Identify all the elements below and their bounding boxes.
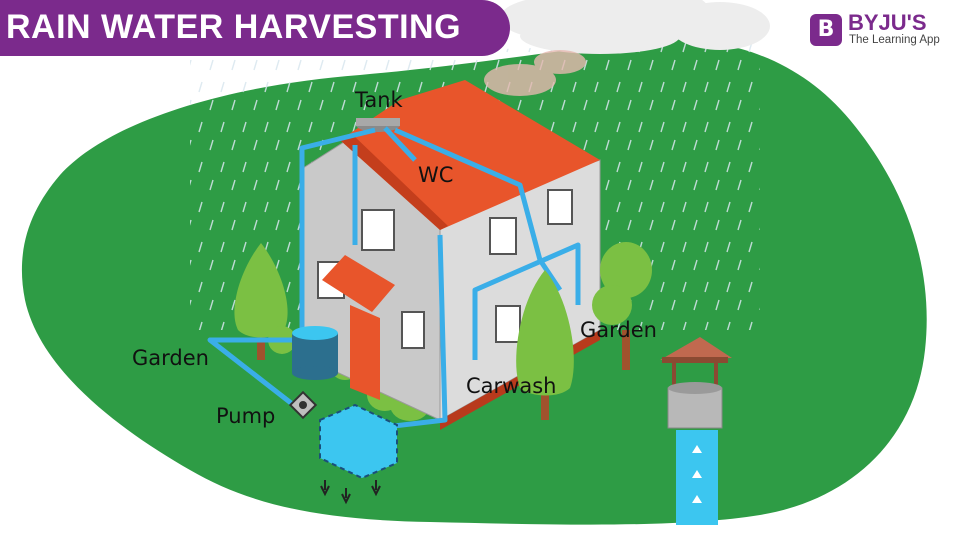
water-well: [660, 337, 732, 429]
brand-name: BYJU'S: [848, 10, 927, 35]
groundwater-column: [676, 430, 718, 525]
label-garden-right: Garden: [580, 318, 657, 342]
pump-icon: [288, 390, 318, 420]
label-garden-left: Garden: [132, 346, 209, 370]
rooftop-tank: [356, 118, 400, 132]
title-banner: RAIN WATER HARVESTING: [0, 0, 510, 56]
label-pump: Pump: [216, 404, 276, 428]
brand-tagline: The Learning App: [849, 34, 940, 46]
label-wc: WC: [418, 163, 454, 187]
page-title: RAIN WATER HARVESTING: [6, 8, 462, 46]
label-tank: Tank: [355, 88, 403, 112]
tree-right-back: [592, 242, 652, 370]
label-carwash: Carwash: [466, 374, 557, 398]
garden-water-tank: [292, 326, 338, 380]
smoke-puffs: [484, 50, 586, 96]
underground-storage-tank: [319, 403, 398, 505]
tree-right-front: [516, 270, 574, 420]
clouds: [500, 0, 770, 54]
brand-badge-icon: B: [810, 14, 842, 46]
brand-logo: B BYJU'S The Learning App: [808, 10, 958, 52]
